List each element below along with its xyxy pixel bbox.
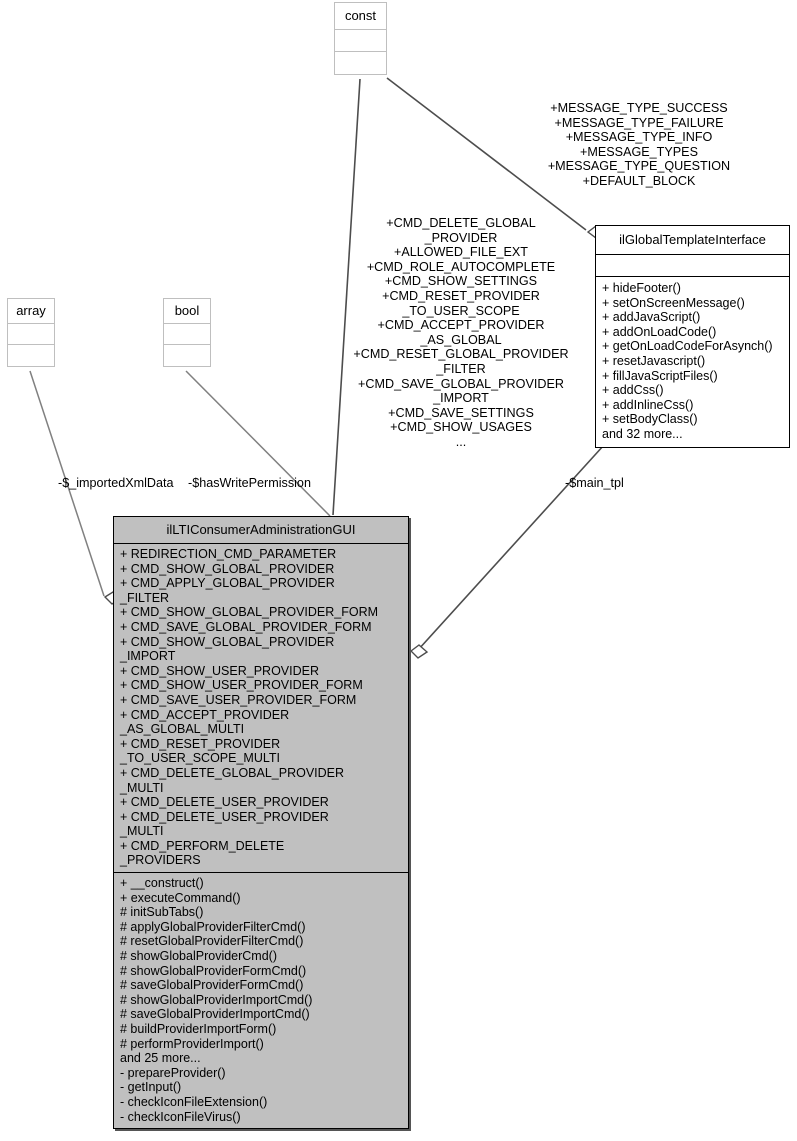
class-member: and 32 more... <box>602 426 683 441</box>
edge-label-const-to-focus-members: +CMD_DELETE_GLOBAL _PROVIDER +ALLOWED_FI… <box>353 216 569 449</box>
class-member: + CMD_SHOW_GLOBAL_PROVIDER _IMPORT <box>120 634 335 664</box>
class-member: + hideFooter() <box>602 281 681 295</box>
class-member: + executeCommand() <box>120 890 241 905</box>
class-member: # performProviderImport() <box>120 1036 264 1051</box>
class-node-array[interactable]: array <box>7 298 55 367</box>
class-node-global-template-interface[interactable]: ilGlobalTemplateInterface + hideFooter()… <box>595 225 790 448</box>
class-node-global-template-interface-title: ilGlobalTemplateInterface <box>596 226 789 255</box>
class-member: + __construct() <box>120 876 204 891</box>
edge-bool-to-focus <box>185 370 331 517</box>
class-member: + addOnLoadCode() <box>602 324 717 339</box>
class-member: and 25 more... <box>120 1051 201 1066</box>
class-node-const-title: const <box>335 3 386 30</box>
class-member: # showGlobalProviderCmd() <box>120 949 278 964</box>
class-node-array-attributes <box>8 324 54 345</box>
class-member: - prepareProvider() <box>120 1065 226 1080</box>
class-member: # saveGlobalProviderImportCmd() <box>120 1007 310 1022</box>
class-member: + fillJavaScriptFiles() <box>602 368 718 383</box>
class-member: # resetGlobalProviderFilterCmd() <box>120 934 304 949</box>
class-member: # applyGlobalProviderFilterCmd() <box>120 919 306 934</box>
edge-label-const-to-global-template-members: +MESSAGE_TYPE_SUCCESS +MESSAGE_TYPE_FAIL… <box>547 101 731 188</box>
class-node-lti-consumer-administration-gui-attributes: + REDIRECTION_CMD_PARAMETER+ CMD_SHOW_GL… <box>114 544 408 874</box>
role-label-imported-xml-data: -$_importedXmlData <box>58 476 174 490</box>
class-member: + CMD_DELETE_USER_PROVIDER _MULTI <box>120 809 329 839</box>
class-member: + setOnScreenMessage() <box>602 295 745 310</box>
class-member: + resetJavascript() <box>602 353 706 368</box>
class-member: # showGlobalProviderImportCmd() <box>120 992 313 1007</box>
class-node-const-operations <box>335 52 386 74</box>
class-node-bool-title: bool <box>164 299 210 324</box>
class-node-global-template-interface-attributes <box>596 255 789 277</box>
class-member: # initSubTabs() <box>120 905 204 920</box>
class-member: + getOnLoadCodeForAsynch() <box>602 339 773 354</box>
class-member: + addCss() <box>602 383 664 398</box>
class-member: # buildProviderImportForm() <box>120 1022 277 1036</box>
role-label-main-tpl: -$main_tpl <box>565 476 624 490</box>
class-node-lti-consumer-administration-gui-title: ilLTIConsumerAdministrationGUI <box>114 517 408 544</box>
class-member: + addInlineCss() <box>602 397 694 412</box>
class-member: + CMD_APPLY_GLOBAL_PROVIDER _FILTER <box>120 576 335 605</box>
class-member: - checkIconFileVirus() <box>120 1109 241 1124</box>
class-member: # showGlobalProviderFormCmd() <box>120 963 307 978</box>
aggregation-diamond-main-tpl <box>409 644 429 659</box>
class-member: + CMD_RESET_PROVIDER _TO_USER_SCOPE_MULT… <box>120 736 281 766</box>
class-member: + CMD_SAVE_USER_PROVIDER_FORM <box>120 692 357 707</box>
class-node-bool[interactable]: bool <box>163 298 211 367</box>
class-member: + CMD_DELETE_GLOBAL_PROVIDER _MULTI <box>120 765 345 795</box>
class-member: - getInput() <box>120 1080 182 1095</box>
class-member: + CMD_PERFORM_DELETE _PROVIDERS <box>120 838 285 868</box>
class-member: + REDIRECTION_CMD_PARAMETER <box>120 547 337 561</box>
class-node-const[interactable]: const <box>334 2 387 75</box>
class-member: + CMD_SAVE_GLOBAL_PROVIDER_FORM <box>120 619 372 634</box>
class-node-lti-consumer-administration-gui[interactable]: ilLTIConsumerAdministrationGUI + REDIREC… <box>113 516 409 1130</box>
class-member: # saveGlobalProviderFormCmd() <box>120 978 304 993</box>
class-member: + setBodyClass() <box>602 412 698 427</box>
class-member: + CMD_ACCEPT_PROVIDER _AS_GLOBAL_MULTI <box>120 707 290 737</box>
class-node-array-operations <box>8 345 54 366</box>
class-node-array-title: array <box>8 299 54 324</box>
class-member: + CMD_SHOW_USER_PROVIDER <box>120 663 319 678</box>
class-node-bool-attributes <box>164 324 210 345</box>
class-member: + addJavaScript() <box>602 310 701 325</box>
class-node-bool-operations <box>164 345 210 366</box>
class-node-const-attributes <box>335 30 386 52</box>
class-member: + CMD_SHOW_GLOBAL_PROVIDER_FORM <box>120 605 379 620</box>
class-node-global-template-interface-operations: + hideFooter()+ setOnScreenMessage()+ ad… <box>596 277 789 447</box>
class-member: + CMD_DELETE_USER_PROVIDER <box>120 795 329 810</box>
class-member: + CMD_SHOW_GLOBAL_PROVIDER <box>120 561 335 576</box>
class-member: + CMD_SHOW_USER_PROVIDER_FORM <box>120 678 363 693</box>
class-node-lti-consumer-administration-gui-operations: + __construct()+ executeCommand()# initS… <box>114 873 408 1128</box>
class-member: - checkIconFileExtension() <box>120 1094 268 1109</box>
role-label-has-write-permission: -$hasWritePermission <box>188 476 311 490</box>
